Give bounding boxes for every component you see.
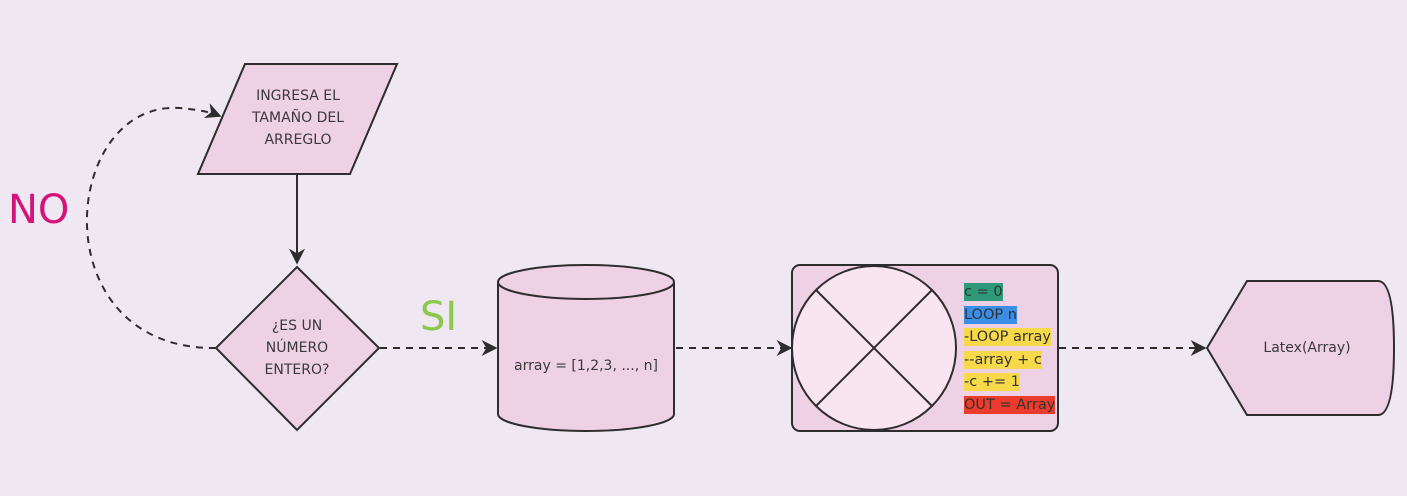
output-display-shape[interactable]: [1205, 280, 1396, 416]
no-label: NO: [8, 187, 70, 233]
process-code: c = 0 LOOP n -LOOP array --array + c -c …: [964, 281, 1056, 417]
code-text: OUT = Array: [964, 395, 1056, 414]
input-parallelogram[interactable]: [196, 63, 399, 175]
decision-line: ENTERO?: [264, 362, 330, 378]
input-line: TAMAÑO DEL: [251, 110, 345, 126]
code-line: LOOP n: [964, 304, 1055, 327]
code-line: --array + c: [964, 349, 1055, 372]
code-line: -LOOP array: [964, 326, 1055, 349]
x-circle-icon: [791, 265, 957, 431]
code-text: --array + c: [964, 350, 1042, 369]
code-line: OUT = Array: [964, 394, 1056, 417]
output-label: Latex(Array): [1263, 340, 1351, 356]
code-text: -LOOP array: [964, 328, 1051, 347]
input-line: ARREGLO: [264, 132, 332, 148]
no-loop-arrow: [86, 103, 222, 350]
code-line: c = 0: [964, 281, 1055, 304]
code-text: c = 0: [964, 283, 1003, 301]
storage-label: array = [1,2,3, ..., n]: [514, 358, 658, 374]
code-text: -c += 1: [964, 373, 1020, 392]
code-text: LOOP n: [964, 305, 1017, 324]
storage-cylinder[interactable]: [497, 264, 675, 432]
decision-line: NÚMERO: [265, 340, 329, 356]
decision-diamond[interactable]: [214, 265, 381, 432]
decision-label: ¿ES UN NÚMERO ENTERO?: [247, 315, 347, 381]
si-label: SI: [420, 294, 458, 340]
decision-line: ¿ES UN: [271, 318, 323, 334]
input-label: INGRESA EL TAMAÑO DEL ARREGLO: [228, 85, 368, 151]
input-line: INGRESA EL: [256, 88, 340, 104]
code-line: -c += 1: [964, 371, 1055, 394]
